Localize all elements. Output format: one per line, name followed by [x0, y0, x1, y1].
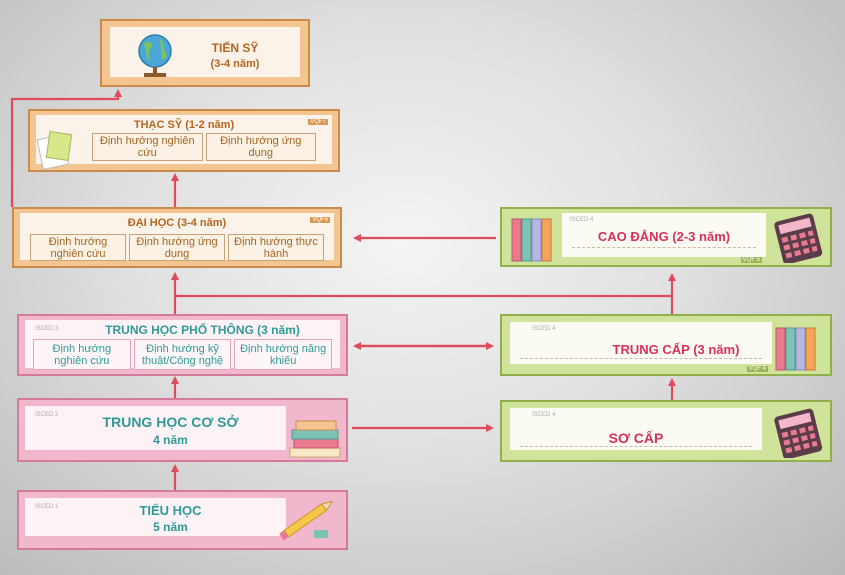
tieu-hoc-box: ISCED 1 TIỂU HỌC 5 năm [17, 490, 348, 550]
trung-cap-box: ISCED 4 TRUNG CẤP (3 năm) VQF 4 [500, 314, 832, 376]
cao-dang-isced: ISCED 4 [570, 217, 594, 223]
tieu-hoc-duration: 5 năm [153, 520, 188, 534]
trung-cap-tag: VQF 4 [746, 366, 768, 372]
trung-cap-title: TRUNG CẤP (3 năm) [612, 342, 740, 357]
cao-dang-title: CAO ĐẲNG (2-3 năm) [597, 229, 731, 244]
trung-cap-isced: ISCED 4 [532, 326, 556, 332]
thcs-duration: 4 năm [153, 433, 188, 447]
dai-hoc-box: ĐẠI HỌC (3-4 năm) VQF6 Định hướng nghiên… [12, 207, 342, 268]
dai-hoc-cell: Định hướng ứng dụng [129, 234, 225, 261]
so-cap-title: SƠ CẤP [608, 430, 664, 446]
books-stack-icon [289, 420, 341, 458]
dai-hoc-title: ĐẠI HỌC (3-4 năm) [127, 217, 227, 229]
arrow-daihoc-tiensy [10, 89, 122, 207]
thac-sy-tag: VQF7 [308, 119, 328, 125]
thpt-cell: Định hướng năng khiếu [234, 339, 333, 370]
thpt-box: ISCED 3 TRUNG HỌC PHỔ THÔNG (3 năm) Định… [17, 314, 348, 376]
thac-sy-box: THẠC SỸ (1-2 năm) VQF7 Định hướng nghiên… [28, 109, 340, 172]
globe-icon [138, 34, 172, 77]
thac-sy-title: THẠC SỸ (1-2 năm) [133, 119, 235, 131]
dai-hoc-cell: Định hướng thực hành [228, 234, 324, 261]
thpt-isced: ISCED 3 [35, 326, 59, 332]
dai-hoc-cell: Định hướng nghiên cứu [30, 234, 126, 261]
thcs-box: ISCED 2 TRUNG HỌC CƠ SỞ 4 năm [17, 398, 348, 462]
thpt-cell: Định hướng nghiên cứu [33, 339, 131, 370]
tien-sy-box: TIẾN SỸ (3-4 năm) [100, 19, 310, 87]
pencil-icon [279, 500, 334, 541]
tieu-hoc-title: TIỂU HỌC [139, 503, 202, 518]
thcs-title: TRUNG HỌC CƠ SỞ [102, 414, 239, 430]
binders-icon [511, 218, 552, 262]
tien-sy-title: TIẾN SỸ [211, 41, 259, 55]
cao-dang-box: ISCED 4 CAO ĐẲNG (2-3 năm) VQF 5 [500, 207, 832, 267]
cao-dang-tag: VQF 5 [740, 257, 762, 263]
tien-sy-duration: (3-4 năm) [210, 58, 260, 70]
tieu-hoc-isced: ISCED 1 [35, 504, 59, 510]
dai-hoc-tag: VQF6 [310, 217, 330, 223]
calculator-icon [774, 408, 823, 458]
thac-sy-cell: Định hướng ứng dụng [205, 133, 316, 161]
calculator-icon [774, 213, 823, 263]
so-cap-box: ISCED 4 SƠ CẤP [500, 400, 832, 462]
binders-icon [775, 327, 816, 371]
notepad-icon [36, 131, 73, 170]
so-cap-isced: ISCED 4 [532, 412, 556, 418]
thcs-isced: ISCED 2 [35, 412, 59, 418]
thpt-title: TRUNG HỌC PHỔ THÔNG (3 năm) [105, 323, 300, 337]
thpt-cell: Định hướng kỹ thuật/Công nghệ [133, 339, 232, 370]
thac-sy-cell: Định hướng nghiên cứu [92, 133, 203, 161]
